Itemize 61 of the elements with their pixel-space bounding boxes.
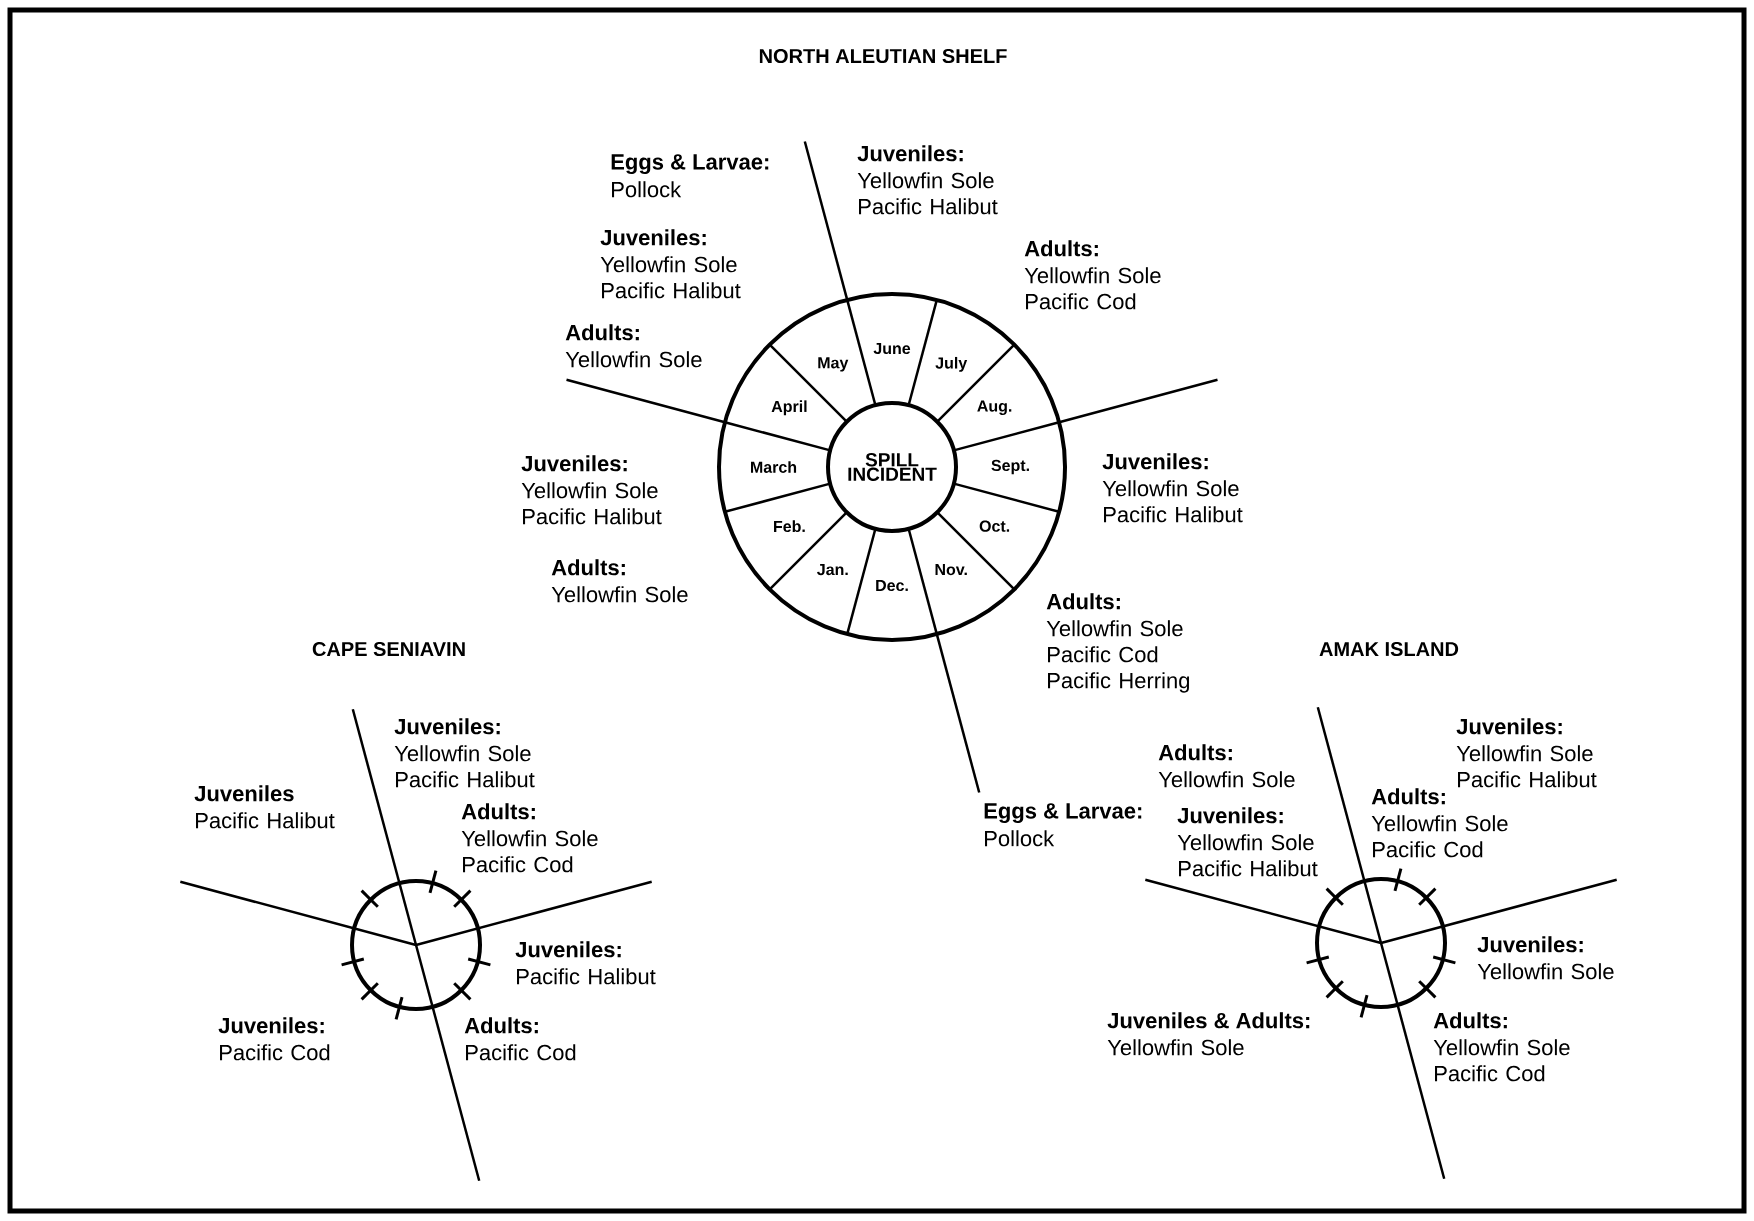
species-list: Yellowfin Sole Pacific Cod xyxy=(1024,267,1161,310)
life-stage-heading: Juveniles & Adults: xyxy=(1107,1012,1310,1029)
species-list: Yellowfin Sole Pacific Halibut xyxy=(600,256,741,299)
region-title: CAPE SENIAVIN xyxy=(312,641,465,657)
species-list: Pacific Cod xyxy=(466,1044,576,1061)
life-stage-heading: Adults: xyxy=(1371,788,1445,805)
month-label: June xyxy=(873,342,911,355)
species-list: Yellowfin Sole xyxy=(1107,1039,1244,1056)
species-list: Yellowfin Sole xyxy=(1477,963,1614,980)
species-list: Yellowfin Sole Pacific Halibut xyxy=(1456,745,1597,788)
life-stage-heading: Adults: xyxy=(461,803,535,820)
region-title: NORTH ALEUTIAN SHELF xyxy=(759,48,1007,64)
life-stage-heading: Adults: xyxy=(565,324,639,341)
species-list: Yellowfin Sole Pacific Cod xyxy=(461,830,598,873)
life-stage-heading: Juveniles: xyxy=(600,229,706,246)
life-stage-heading: Juveniles: xyxy=(857,145,963,162)
life-stage-heading: Adults: xyxy=(464,1017,538,1034)
region-title: AMAK ISLAND xyxy=(1319,641,1459,657)
life-stage-heading: Juveniles: xyxy=(521,455,627,472)
life-stage-heading: Juveniles: xyxy=(218,1017,324,1034)
month-label: Sept. xyxy=(991,459,1029,475)
species-list: Yellowfin Sole xyxy=(551,586,688,603)
species-list: Pacific Halibut xyxy=(517,968,656,985)
month-label: Oct. xyxy=(979,520,1010,532)
species-list: Pacific Cod xyxy=(220,1044,330,1061)
species-list: Pollock xyxy=(985,830,1055,847)
species-list: Pacific Halibut xyxy=(196,812,335,829)
life-stage-heading: Juveniles: xyxy=(515,941,621,958)
life-stage-heading: Juveniles: xyxy=(1102,453,1208,470)
life-stage-heading: Juveniles: xyxy=(1456,718,1562,735)
species-list: Yellowfin Sole Pacific Halibut xyxy=(1177,834,1318,877)
month-label: July xyxy=(935,356,968,372)
life-stage-heading: Adults: xyxy=(1046,593,1120,610)
life-stage-heading: Adults: xyxy=(551,559,625,576)
month-label: April xyxy=(771,400,807,416)
species-list: Yellowfin Sole Pacific Cod xyxy=(1371,815,1508,858)
month-label: Jan. xyxy=(817,564,848,576)
species-list: Yellowfin Sole Pacific Halibut xyxy=(857,172,998,215)
life-stage-heading: Adults: xyxy=(1158,744,1232,761)
life-stage-heading: Juveniles: xyxy=(1177,807,1283,824)
species-list: Yellowfin Sole Pacific Halibut xyxy=(1102,480,1243,523)
month-label: Dec. xyxy=(876,579,908,592)
life-stage-heading: Juveniles: xyxy=(394,718,500,735)
life-stage-heading: Juveniles: xyxy=(1477,936,1583,953)
species-list: Yellowfin Sole Pacific Halibut xyxy=(394,745,535,788)
species-list: Yellowfin Sole Pacific Halibut xyxy=(521,482,662,525)
life-stage-heading: Adults: xyxy=(1024,240,1098,257)
species-list: Yellowfin Sole xyxy=(565,351,702,368)
species-list: Pollock xyxy=(612,181,682,198)
life-stage-heading: Juveniles xyxy=(194,785,294,802)
life-stage-heading: Eggs & Larvae: xyxy=(984,803,1142,824)
month-label: Nov. xyxy=(935,564,967,576)
month-label: May xyxy=(818,357,849,372)
species-list: Yellowfin Sole Pacific Cod Pacific Herring xyxy=(1046,620,1190,693)
species-list: Yellowfin Sole Pacific Cod xyxy=(1433,1039,1570,1082)
month-label: March xyxy=(751,461,797,473)
species-list: Yellowfin Sole xyxy=(1158,771,1295,788)
life-stage-heading: Adults: xyxy=(1433,1012,1507,1029)
month-label: Feb. xyxy=(774,520,805,533)
month-label: Aug. xyxy=(977,400,1012,415)
life-stage-heading: Eggs & Larvae: xyxy=(611,154,769,175)
